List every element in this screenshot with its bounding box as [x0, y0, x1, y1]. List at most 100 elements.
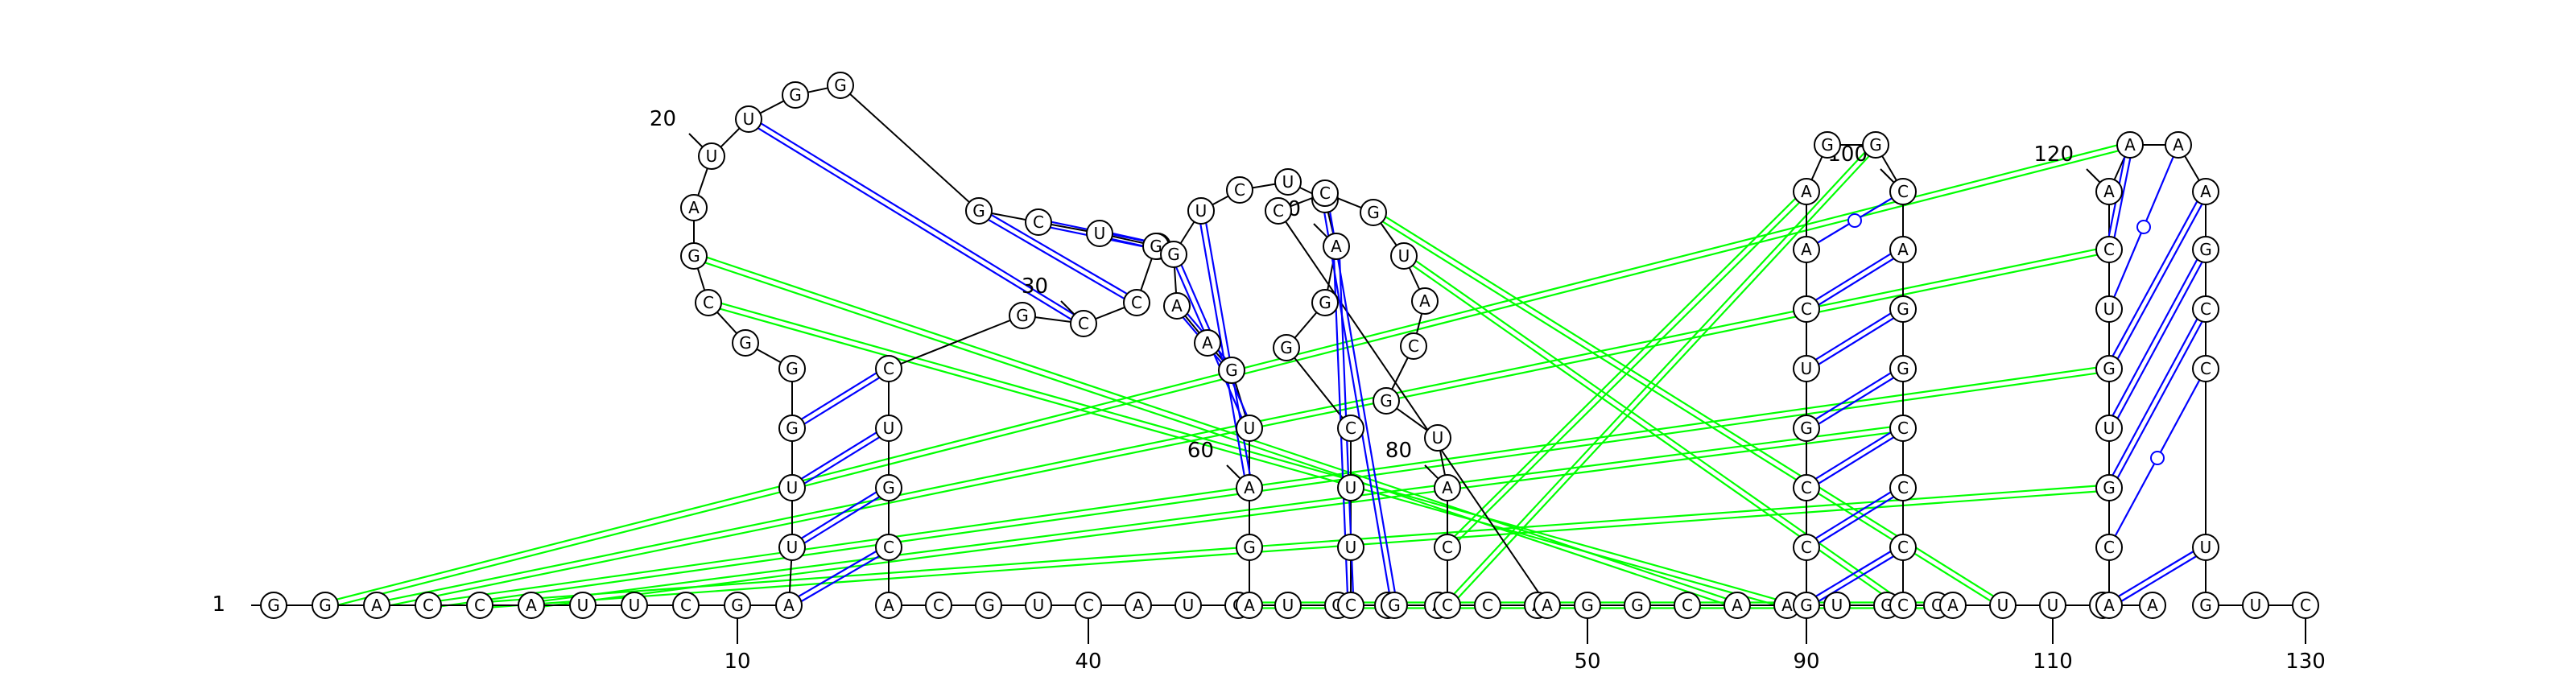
nucleotide: A: [1163, 292, 1191, 320]
pseudoknot-pair: [692, 258, 1737, 609]
svg-text:C: C: [423, 596, 434, 615]
svg-text:U: U: [2047, 596, 2059, 615]
svg-text:A: A: [1897, 240, 1909, 259]
svg-text:U: U: [629, 596, 641, 615]
svg-text:G: G: [1150, 237, 1162, 256]
svg-text:U: U: [1801, 359, 1813, 378]
svg-text:U: U: [1195, 201, 1208, 221]
base-pair: [793, 430, 891, 491]
svg-text:A: A: [2173, 135, 2184, 155]
nucleotide: U: [2242, 592, 2269, 619]
svg-text:U: U: [2103, 299, 2116, 319]
base-pair: [2111, 310, 2210, 490]
base-pair: [2111, 145, 2134, 250]
svg-text:A: A: [526, 596, 537, 615]
nucleotide: G: [1009, 302, 1036, 329]
nucleotide: U: [1337, 534, 1364, 561]
base-pair: [1807, 489, 1905, 551]
nucleotide: A: [1236, 592, 1263, 619]
nucleotide: G: [1160, 241, 1187, 268]
base-pair: [1203, 210, 1253, 488]
svg-text:G: G: [786, 359, 799, 378]
svg-text:C: C: [1083, 596, 1094, 615]
svg-text:G: G: [1016, 306, 1029, 325]
pseudoknot-pair: [428, 370, 2110, 609]
nucleotide: C: [1337, 592, 1364, 619]
nucleotide-layer: GGACCAUUCGAUUGGGCGAUUGGGCUGGCCGCUGCACGUC…: [260, 72, 2319, 619]
nucleotide: U: [1793, 355, 1820, 382]
nucleotide: U: [698, 142, 725, 170]
nucleotide: U: [1187, 197, 1215, 225]
svg-text:C: C: [1273, 201, 1284, 221]
svg-text:C: C: [2103, 240, 2115, 259]
pseudoknot-pair: [1405, 253, 1905, 604]
pseudoknot-pair: [1444, 142, 1875, 604]
svg-text:A: A: [371, 596, 382, 615]
nucleotide: C: [672, 592, 700, 619]
svg-text:C: C: [1801, 478, 1812, 497]
nucleotide: C: [1337, 415, 1364, 442]
nucleotide: G: [875, 474, 902, 501]
nucleotide: G: [1793, 592, 1820, 619]
nucleotide: A: [1793, 236, 1820, 263]
nucleotide: A: [1724, 592, 1751, 619]
position-label: 30: [1022, 274, 1048, 299]
svg-text:A: A: [1781, 596, 1793, 615]
nucleotide: C: [1400, 332, 1427, 360]
nucleotide: G: [1236, 534, 1263, 561]
svg-text:A: A: [1442, 478, 1453, 497]
svg-text:G: G: [789, 85, 802, 105]
base-pair: [1807, 430, 1905, 491]
position-label: 10: [724, 650, 750, 674]
wobble-pair-marker: [2150, 451, 2165, 465]
nucleotide: C: [2095, 236, 2123, 263]
nucleotide: G: [724, 592, 751, 619]
svg-text:C: C: [1345, 419, 1356, 438]
nucleotide: A: [680, 194, 708, 221]
svg-text:A: A: [2103, 182, 2115, 201]
svg-text:U: U: [786, 538, 799, 557]
svg-text:A: A: [1732, 596, 1743, 615]
svg-text:C: C: [1319, 184, 1331, 203]
nucleotide: U: [1390, 242, 1418, 270]
base-pair: [1804, 246, 1902, 307]
svg-text:G: G: [267, 596, 280, 615]
svg-text:A: A: [1947, 596, 1959, 615]
pseudoknot-pair: [708, 299, 1789, 604]
svg-text:G: G: [1897, 299, 1909, 319]
svg-text:U: U: [1398, 246, 1410, 266]
svg-text:C: C: [1801, 299, 1812, 319]
base-pair: [2111, 250, 2210, 431]
nucleotide: G: [965, 197, 993, 225]
nucleotide: G: [1862, 131, 1889, 159]
nucleotide: U: [2095, 415, 2123, 442]
pseudoknot-pair: [480, 489, 2110, 609]
nucleotide: G: [1373, 387, 1400, 415]
svg-text:G: G: [834, 76, 847, 95]
nucleotide: U: [1274, 592, 1302, 619]
svg-text:G: G: [882, 478, 895, 497]
nucleotide: A: [2116, 131, 2144, 159]
nucleotide: G: [680, 242, 708, 270]
nucleotide: C: [466, 592, 493, 619]
svg-text:G: G: [731, 596, 744, 615]
svg-text:G: G: [1243, 538, 1256, 557]
position-label-layer: 1102030405060708090100110120130: [212, 107, 2325, 674]
svg-text:C: C: [2200, 299, 2211, 319]
svg-text:C: C: [933, 596, 944, 615]
svg-text:C: C: [2200, 359, 2211, 378]
svg-text:U: U: [2103, 419, 2116, 438]
base-pair: [746, 121, 1083, 327]
svg-text:G: G: [1280, 338, 1293, 357]
svg-text:A: A: [783, 596, 795, 615]
nucleotide: U: [875, 415, 902, 442]
svg-text:U: U: [1831, 596, 1843, 615]
svg-text:G: G: [687, 246, 700, 266]
svg-text:C: C: [1078, 314, 1089, 333]
nucleotide: C: [1123, 289, 1150, 316]
nucleotide: C: [695, 289, 722, 316]
nucleotide: C: [1793, 295, 1820, 323]
svg-text:G: G: [1388, 596, 1401, 615]
nucleotide: C: [2192, 355, 2219, 382]
